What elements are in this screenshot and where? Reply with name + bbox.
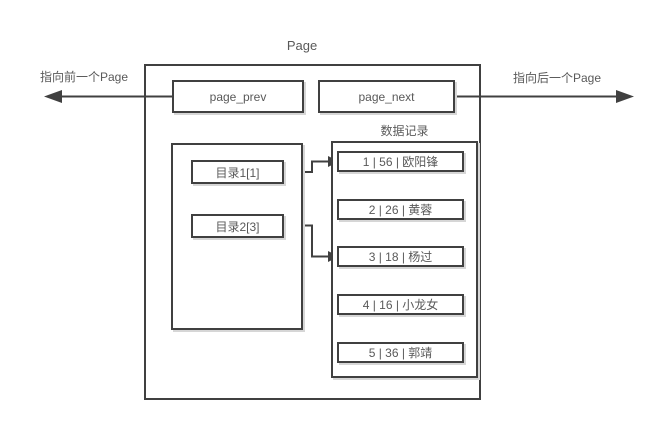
next-arrow-label: 指向后一个Page xyxy=(512,71,602,85)
prev-arrow-label: 指向前一个Page xyxy=(39,70,129,84)
record-row-1-label: 1 | 56 | 欧阳锋 xyxy=(362,155,439,169)
record-row-4: 4 | 16 | 小龙女 xyxy=(337,294,464,315)
page-prev-label: page_prev xyxy=(209,89,267,104)
page-outer-box xyxy=(144,64,481,400)
records-title: 数据记录 xyxy=(380,124,429,138)
directory-entry-2: 目录2[3] xyxy=(191,214,284,238)
directory-entry-2-label: 目录2[3] xyxy=(215,219,260,234)
next-page-arrow xyxy=(455,90,634,103)
record-row-1: 1 | 56 | 欧阳锋 xyxy=(337,151,464,172)
page-next-box: page_next xyxy=(318,80,455,113)
record-row-2-label: 2 | 26 | 黄蓉 xyxy=(368,203,433,217)
record-row-5-label: 5 | 36 | 郭靖 xyxy=(368,346,433,360)
record-row-5: 5 | 36 | 郭靖 xyxy=(337,342,464,363)
record-row-3: 3 | 18 | 杨过 xyxy=(337,246,464,267)
page-prev-box: page_prev xyxy=(172,80,304,113)
record-row-2: 2 | 26 | 黄蓉 xyxy=(337,199,464,220)
directory-entry-1-label: 目录1[1] xyxy=(215,165,260,180)
record-row-3-label: 3 | 18 | 杨过 xyxy=(368,250,433,264)
directory-entry-1: 目录1[1] xyxy=(191,160,284,184)
page-title: Page xyxy=(286,38,318,53)
page-next-label: page_next xyxy=(358,89,415,104)
record-row-4-label: 4 | 16 | 小龙女 xyxy=(362,298,439,312)
